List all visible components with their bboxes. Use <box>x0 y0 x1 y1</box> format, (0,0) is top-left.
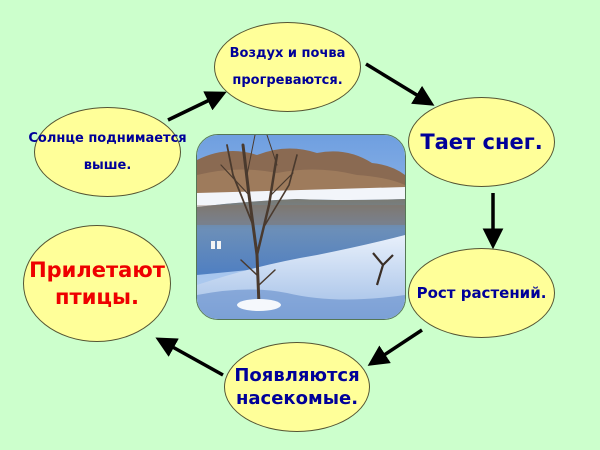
cycle-node-birds-arrive: Прилетают птицы. <box>23 225 171 342</box>
node-text-line: Появляются <box>234 365 360 386</box>
node-text-line: Прилетают <box>29 257 165 282</box>
winter-river-photo <box>196 134 406 320</box>
cycle-node-sun-rises-higher: Солнце поднимается выше. <box>28 107 187 197</box>
cycle-node-plant-growth: Рост растений. <box>408 248 555 338</box>
arrow-n3-to-n4 <box>367 328 423 366</box>
node-text-line: Рост растений. <box>416 284 547 302</box>
cycle-node-snow-melts: Тает снег. <box>408 97 555 187</box>
arrow-n1-to-n2 <box>365 62 435 106</box>
arrow-n4-to-n5 <box>155 337 224 377</box>
node-text-line: Солнце поднимается <box>28 131 187 147</box>
winter-river-illustration <box>197 135 405 319</box>
cycle-node-air-soil-warm: Воздух и почва прогреваются. <box>214 22 361 112</box>
node-text-line: Воздух и почва <box>229 45 346 61</box>
node-text-line: прогреваются. <box>232 73 343 89</box>
node-text-line: насекомые. <box>235 388 359 409</box>
cycle-node-insects-appear: Появляются насекомые. <box>224 342 370 432</box>
node-text-line: выше. <box>83 157 132 173</box>
node-text-line: птицы. <box>55 284 139 309</box>
node-text-line: Тает снег. <box>420 130 543 154</box>
arrow-n6-to-n1 <box>167 91 227 122</box>
